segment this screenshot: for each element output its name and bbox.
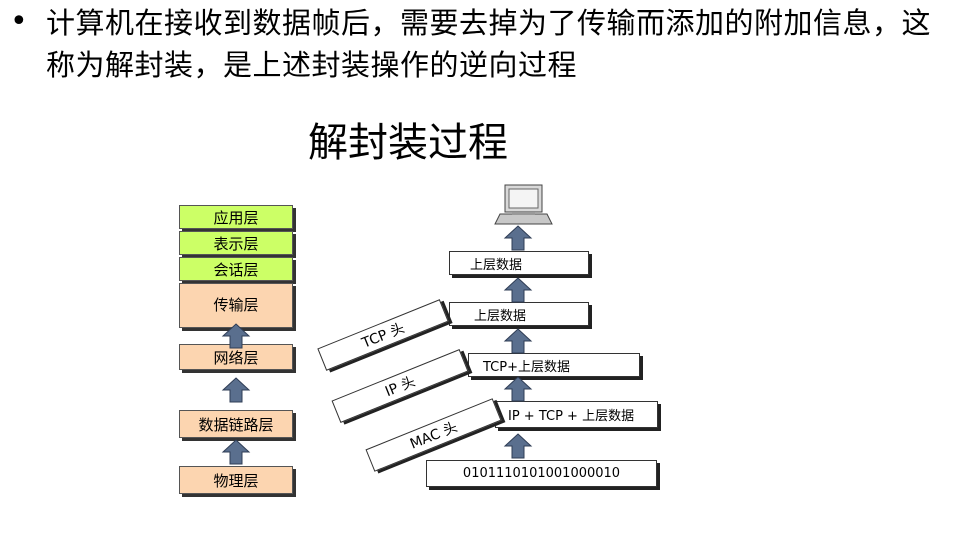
packet-upper-data: 上层数据 bbox=[449, 302, 589, 326]
arrow-up-icon bbox=[504, 433, 532, 459]
arrow-up-icon bbox=[222, 377, 250, 403]
arrow-up-icon bbox=[504, 277, 532, 303]
osi-layer-datalink: 数据链路层 bbox=[179, 410, 293, 438]
osi-layer-session: 会话层 bbox=[179, 257, 293, 281]
arrow-up-icon bbox=[222, 439, 250, 465]
packet-upper-data-top: 上层数据 bbox=[449, 251, 589, 275]
packet-tcp-data: TCP+上层数据 bbox=[468, 353, 640, 377]
arrow-up-icon bbox=[504, 328, 532, 354]
packet-ip-tcp-data: IP + TCP + 上层数据 bbox=[495, 401, 658, 428]
osi-layer-application: 应用层 bbox=[179, 205, 293, 229]
osi-layer-transport: 传输层 bbox=[179, 283, 293, 328]
computer-icon bbox=[494, 184, 553, 225]
osi-layer-physical: 物理层 bbox=[179, 466, 293, 494]
packet-bits: 0101110101001000010 bbox=[426, 460, 657, 487]
bullet-text: 计算机在接收到数据帧后，需要去掉为了传输而添加的附加信息，这称为解封装，是上述封… bbox=[46, 6, 932, 82]
diagram-title: 解封装过程 bbox=[308, 120, 508, 166]
arrow-up-icon bbox=[504, 225, 532, 251]
arrow-up-icon bbox=[222, 323, 250, 349]
osi-layer-presentation: 表示层 bbox=[179, 231, 293, 255]
arrow-up-icon bbox=[504, 376, 532, 402]
bullet-marker: • bbox=[10, 4, 28, 39]
